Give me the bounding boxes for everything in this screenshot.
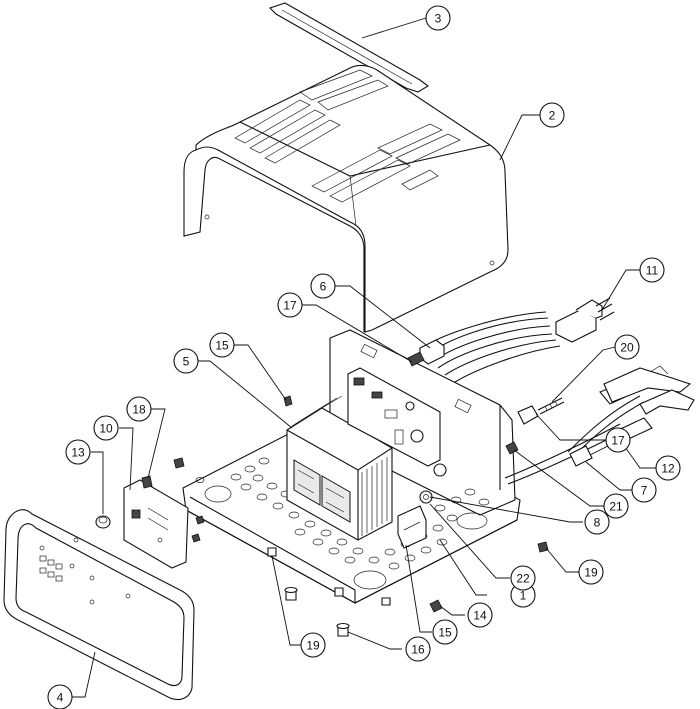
callout-circle xyxy=(639,257,665,283)
callout-19: 19 xyxy=(300,632,326,658)
callout-circle xyxy=(578,559,604,585)
callout-16: 16 xyxy=(405,636,431,662)
part-output-cables-clamps xyxy=(504,365,695,485)
part-power-cord-plug xyxy=(427,297,615,383)
callout-label: 15 xyxy=(438,626,452,640)
callout-4: 4 xyxy=(47,684,73,709)
callout-label: 4 xyxy=(57,691,64,705)
callout-label: 10 xyxy=(99,422,113,436)
part-front-bezel xyxy=(3,509,195,701)
part-fasteners-right xyxy=(505,397,565,455)
part-top-strap xyxy=(268,2,429,93)
callout-2: 2 xyxy=(539,102,565,128)
part-circuit-board xyxy=(347,367,447,477)
callout-label: 21 xyxy=(609,500,623,514)
leader-lines xyxy=(72,17,656,698)
callout-3: 3 xyxy=(425,5,451,31)
callout-label: 8 xyxy=(594,516,601,530)
callout-circle xyxy=(126,396,152,422)
callout-circle xyxy=(432,619,458,645)
callout-label: 6 xyxy=(320,280,327,294)
callout-18: 18 xyxy=(126,396,152,422)
callout-label: 17 xyxy=(283,299,297,313)
part-transformer xyxy=(286,395,393,541)
callout-6: 6 xyxy=(310,273,336,299)
callout-circle xyxy=(425,5,451,31)
callout-17: 17 xyxy=(605,427,631,453)
callout-label: 18 xyxy=(132,403,146,417)
part-small-hardware xyxy=(173,395,549,613)
callout-circle xyxy=(310,273,336,299)
callout-label: 22 xyxy=(516,572,530,586)
callout-label: 12 xyxy=(661,462,675,476)
callout-circle xyxy=(277,292,303,318)
callout-7: 7 xyxy=(631,477,657,503)
callout-circle xyxy=(510,565,536,591)
callout-22: 22 xyxy=(510,565,536,591)
part-knob xyxy=(95,515,111,529)
callout-15: 15 xyxy=(209,332,235,358)
callout-circle xyxy=(605,427,631,453)
callout-circle xyxy=(93,415,119,441)
callout-label: 15 xyxy=(215,339,229,353)
callout-label: 20 xyxy=(620,341,634,355)
callout-label: 11 xyxy=(646,264,659,278)
part-meter-board xyxy=(123,475,189,569)
callout-17: 17 xyxy=(277,292,303,318)
callout-circle xyxy=(539,102,565,128)
callout-circle xyxy=(584,509,610,535)
part-cover-hood xyxy=(183,64,509,333)
callout-20: 20 xyxy=(614,334,640,360)
part-strain-relief xyxy=(407,339,445,367)
callout-label: 5 xyxy=(183,355,190,369)
callout-label: 17 xyxy=(611,434,625,448)
callout-8: 8 xyxy=(584,509,610,535)
callout-label: 14 xyxy=(473,609,487,623)
callout-circle xyxy=(65,439,91,465)
callout-circle xyxy=(405,636,431,662)
callout-12: 12 xyxy=(655,455,681,481)
callout-circle xyxy=(603,493,629,519)
callout-10: 10 xyxy=(93,415,119,441)
callout-label: 1 xyxy=(520,589,527,603)
callout-14: 14 xyxy=(467,602,493,628)
callout-label: 16 xyxy=(411,643,425,657)
callout-label: 3 xyxy=(435,12,442,26)
callout-15: 15 xyxy=(432,619,458,645)
callout-circle xyxy=(47,684,73,709)
callout-5: 5 xyxy=(173,348,199,374)
callout-label: 13 xyxy=(71,446,85,460)
callout-13: 13 xyxy=(65,439,91,465)
callout-label: 19 xyxy=(306,639,320,653)
callout-label: 2 xyxy=(549,109,556,123)
callout-11: 11 xyxy=(639,257,665,283)
callout-circle xyxy=(655,455,681,481)
callout-circle xyxy=(209,332,235,358)
callout-label: 7 xyxy=(641,484,648,498)
callout-circle xyxy=(631,477,657,503)
callout-19: 19 xyxy=(578,559,604,585)
callout-circle xyxy=(173,348,199,374)
base-holes xyxy=(195,457,490,590)
callout-label: 19 xyxy=(584,566,598,580)
callout-21: 21 xyxy=(603,493,629,519)
callout-circle xyxy=(614,334,640,360)
callout-circle xyxy=(300,632,326,658)
callout-circle xyxy=(467,602,493,628)
